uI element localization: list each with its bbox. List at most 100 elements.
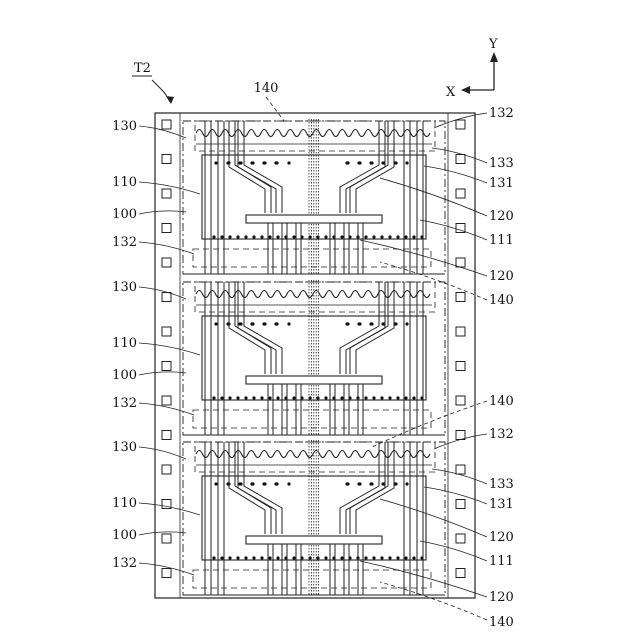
reference-label: 100	[112, 207, 137, 222]
chip-die	[246, 376, 382, 384]
bond-dot	[220, 396, 223, 399]
bond-dot	[372, 556, 375, 559]
sprocket-hole	[162, 396, 171, 405]
bond-dot	[244, 235, 247, 238]
bond-dot	[275, 161, 278, 164]
bond-dot	[404, 556, 407, 559]
bond-dot	[239, 161, 242, 164]
bond-dot	[292, 556, 295, 559]
bond-dot	[260, 556, 263, 559]
reference-label: 111	[489, 233, 514, 248]
bond-dot	[364, 235, 367, 238]
bond-dot	[212, 235, 215, 238]
sprocket-hole	[456, 362, 465, 371]
bond-dot	[316, 556, 319, 559]
reference-label: 140	[489, 615, 514, 630]
lower-dashed-frame	[193, 410, 431, 428]
leader-line	[139, 343, 200, 355]
bond-dot	[287, 322, 290, 325]
chip-die	[246, 215, 382, 223]
reference-label: 110	[112, 336, 137, 351]
sprocket-hole	[456, 293, 465, 302]
bond-dot	[364, 556, 367, 559]
leader-line	[266, 97, 284, 121]
bond-dot	[396, 556, 399, 559]
sprocket-hole	[162, 120, 171, 129]
bond-dot	[324, 235, 327, 238]
bond-dot	[345, 482, 348, 485]
bond-dot	[357, 322, 360, 325]
reference-label: 111	[489, 554, 514, 569]
figure-label-group: T2	[132, 61, 174, 104]
bond-dot	[276, 235, 279, 238]
bond-dot	[369, 482, 372, 485]
sprocket-hole	[456, 155, 465, 164]
reference-label: 132	[112, 235, 137, 250]
reference-label: 110	[112, 496, 137, 511]
sprocket-hole	[162, 327, 171, 336]
bond-dot	[244, 396, 247, 399]
sprocket-hole	[456, 431, 465, 440]
lower-dashed-frame	[193, 570, 431, 588]
bond-dot	[316, 235, 319, 238]
bond-dot	[369, 161, 372, 164]
bond-dot	[236, 556, 239, 559]
reference-label: 133	[489, 156, 514, 171]
bond-dot	[220, 235, 223, 238]
sprocket-hole	[456, 258, 465, 267]
bond-dot	[263, 161, 266, 164]
angled-lead	[235, 121, 271, 213]
sprocket-hole	[162, 431, 171, 440]
sprocket-hole	[456, 396, 465, 405]
bond-dot	[388, 396, 391, 399]
reference-label: 131	[489, 497, 514, 512]
bond-dot	[275, 482, 278, 485]
leader-line	[370, 401, 487, 448]
reference-label: 120	[489, 590, 514, 605]
leader-line	[380, 262, 487, 300]
film-strip	[155, 113, 475, 598]
circuit-unit	[183, 119, 445, 275]
leader-line	[420, 541, 487, 561]
bond-dot	[214, 322, 217, 325]
reference-label: 132	[112, 396, 137, 411]
reference-label: 140	[489, 293, 514, 308]
circuit-units	[183, 119, 445, 596]
bond-dot	[252, 396, 255, 399]
bond-dot	[357, 161, 360, 164]
bond-dot	[412, 396, 415, 399]
sprocket-hole	[456, 500, 465, 509]
sprocket-hole	[456, 534, 465, 543]
figure-label: T2	[134, 61, 151, 76]
sprocket-hole	[162, 258, 171, 267]
sprocket-hole	[162, 534, 171, 543]
bond-dot	[214, 482, 217, 485]
bond-dot	[251, 161, 254, 164]
wavy-trace	[196, 451, 430, 458]
sprocket-hole	[456, 120, 465, 129]
reference-label: 120	[489, 269, 514, 284]
sprocket-hole	[162, 224, 171, 233]
bond-dot	[381, 322, 384, 325]
wavy-trace	[196, 291, 430, 298]
reference-label: 140	[254, 81, 279, 96]
axis-x-label: X	[446, 85, 456, 100]
leader-line	[139, 242, 194, 254]
bond-dot	[388, 556, 391, 559]
bond-dot	[220, 556, 223, 559]
bond-dot	[212, 556, 215, 559]
bond-dot	[412, 556, 415, 559]
bond-dot	[239, 322, 242, 325]
reference-label: 131	[489, 176, 514, 191]
bond-dot	[212, 396, 215, 399]
bond-dot	[263, 482, 266, 485]
bond-dot	[263, 322, 266, 325]
angled-lead	[235, 442, 271, 534]
chip-die	[246, 536, 382, 544]
reference-label: 100	[112, 368, 137, 383]
reference-label: 140	[489, 394, 514, 409]
sprocket-hole	[456, 569, 465, 578]
bond-dot	[251, 322, 254, 325]
reference-label: 110	[112, 175, 137, 190]
